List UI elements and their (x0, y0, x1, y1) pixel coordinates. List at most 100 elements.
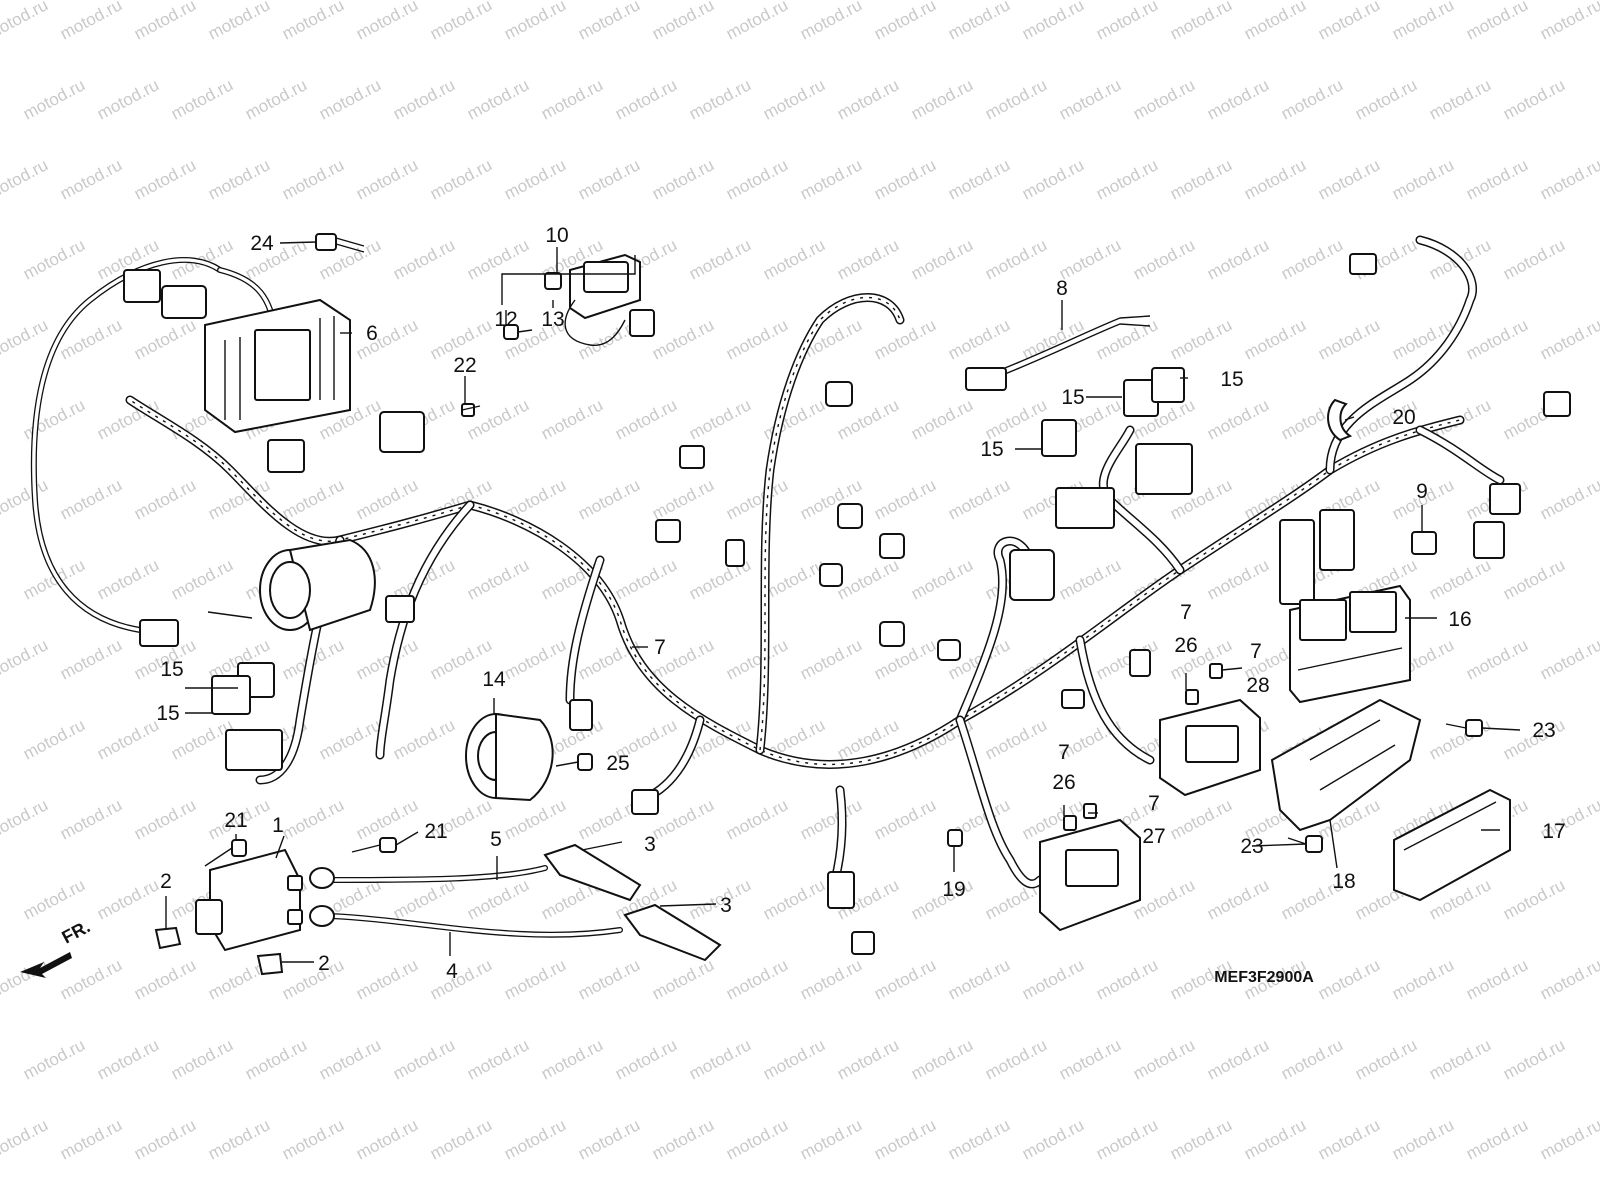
watermark-text: motod.ru (1500, 875, 1568, 923)
callout-28: 28 (1246, 674, 1269, 697)
front-direction-arrow: FR. (20, 916, 93, 978)
watermark-text: motod.ru (353, 155, 421, 203)
watermark-text: motod.ru (168, 1035, 236, 1083)
fuse-box-lower (1039, 803, 1141, 932)
watermark-text: motod.ru (1204, 395, 1272, 443)
watermark-text: motod.ru (427, 155, 495, 203)
watermark-text: motod.ru (575, 955, 643, 1003)
watermark-text: motod.ru (612, 395, 680, 443)
watermark-text: motod.ru (945, 155, 1013, 203)
watermark-text: motod.ru (1500, 555, 1568, 603)
watermark-text: motod.ru (1130, 1035, 1198, 1083)
watermark-text: motod.ru (1315, 315, 1383, 363)
watermark-text: motod.ru (797, 155, 865, 203)
ecm-unit (1289, 584, 1411, 704)
watermark-text: motod.ru (1056, 1035, 1124, 1083)
sensor-cup (259, 538, 376, 632)
watermark-text: motod.ru (205, 1115, 273, 1163)
watermark-text: motod.ru (94, 75, 162, 123)
callout-10: 10 (545, 224, 568, 247)
watermark-text: motod.ru (1537, 1115, 1600, 1163)
callout-27: 27 (1142, 825, 1165, 848)
watermark-text: motod.ru (501, 795, 569, 843)
watermark-text: motod.ru (649, 475, 717, 523)
watermark-text: motod.ru (1093, 315, 1161, 363)
watermark-text: motod.ru (20, 395, 88, 443)
watermark-text: motod.ru (982, 715, 1050, 763)
watermark-text: motod.ru (57, 795, 125, 843)
watermark-text: motod.ru (57, 955, 125, 1003)
watermark-text: motod.ru (1500, 75, 1568, 123)
watermark-text: motod.ru (131, 0, 199, 44)
callout-15: 15 (156, 702, 179, 725)
callout-20: 20 (1392, 406, 1415, 429)
watermark-text: motod.ru (353, 315, 421, 363)
watermark-text: motod.ru (1278, 75, 1346, 123)
watermark-text: motod.ru (760, 75, 828, 123)
watermark-text: motod.ru (464, 875, 532, 923)
watermark-text: motod.ru (1352, 1035, 1420, 1083)
watermark-text: motod.ru (1056, 75, 1124, 123)
watermark-text: motod.ru (1167, 315, 1235, 363)
callout-21: 21 (224, 809, 247, 832)
callout-7: 7 (1250, 640, 1262, 663)
callout-26: 26 (1174, 634, 1197, 657)
watermark-text: motod.ru (723, 795, 791, 843)
watermark-text: motod.ru (131, 475, 199, 523)
watermark-text: motod.ru (1463, 0, 1531, 44)
callout-24: 24 (250, 232, 274, 255)
watermark-text: motod.ru (464, 235, 532, 283)
relays-left (211, 662, 283, 771)
watermark-text: motod.ru (908, 75, 976, 123)
watermark-text: motod.ru (945, 315, 1013, 363)
watermark-text: motod.ru (1426, 555, 1494, 603)
callout-3: 3 (644, 833, 656, 856)
callout-14: 14 (482, 668, 506, 691)
watermark-text: motod.ru (1426, 75, 1494, 123)
watermark-text: motod.ru (797, 955, 865, 1003)
watermark-text: motod.ru (982, 235, 1050, 283)
watermark-text: motod.ru (538, 75, 606, 123)
watermark-text: motod.ru (760, 1035, 828, 1083)
watermark-text: motod.ru (1389, 1115, 1457, 1163)
watermark-text: motod.ru (1463, 315, 1531, 363)
watermark-text: motod.ru (612, 75, 680, 123)
watermark-text: motod.ru (1204, 1035, 1272, 1083)
watermark-text: motod.ru (390, 1035, 458, 1083)
watermark-text: motod.ru (649, 315, 717, 363)
watermark-text: motod.ru (1204, 555, 1272, 603)
watermark-text: motod.ru (1056, 555, 1124, 603)
watermark-text: motod.ru (1093, 955, 1161, 1003)
watermark-text: motod.ru (760, 235, 828, 283)
watermark-text: motod.ru (94, 1035, 162, 1083)
watermark-text: motod.ru (908, 555, 976, 603)
relays-right (1041, 367, 1193, 529)
callout-21: 21 (424, 820, 447, 843)
watermark-text: motod.ru (1537, 635, 1600, 683)
watermark-text: motod.ru (612, 555, 680, 603)
watermark-text: motod.ru (1167, 0, 1235, 44)
watermark-text: motod.ru (57, 155, 125, 203)
watermark-text: motod.ru (723, 1115, 791, 1163)
watermark-text: motod.ru (834, 75, 902, 123)
watermark-text: motod.ru (131, 315, 199, 363)
watermark-text: motod.ru (242, 1035, 310, 1083)
callout-6: 6 (366, 322, 378, 345)
watermark-text: motod.ru (316, 75, 384, 123)
watermark-text: motod.ru (205, 155, 273, 203)
callout-15: 15 (980, 438, 1003, 461)
callout-18: 18 (1332, 870, 1355, 893)
watermark-text: motod.ru (353, 475, 421, 523)
watermark-text: motod.ru (0, 155, 51, 203)
horn (465, 712, 593, 802)
watermark-text: motod.ru (1204, 235, 1272, 283)
callout-19: 19 (942, 878, 965, 901)
regulator-rectifier (30, 233, 365, 647)
watermark-text: motod.ru (649, 155, 717, 203)
watermark-text: motod.ru (1093, 155, 1161, 203)
sub-wire-8 (965, 315, 1151, 391)
watermark-text: motod.ru (57, 475, 125, 523)
watermark-text: motod.ru (316, 715, 384, 763)
watermark-text: motod.ru (871, 1115, 939, 1163)
